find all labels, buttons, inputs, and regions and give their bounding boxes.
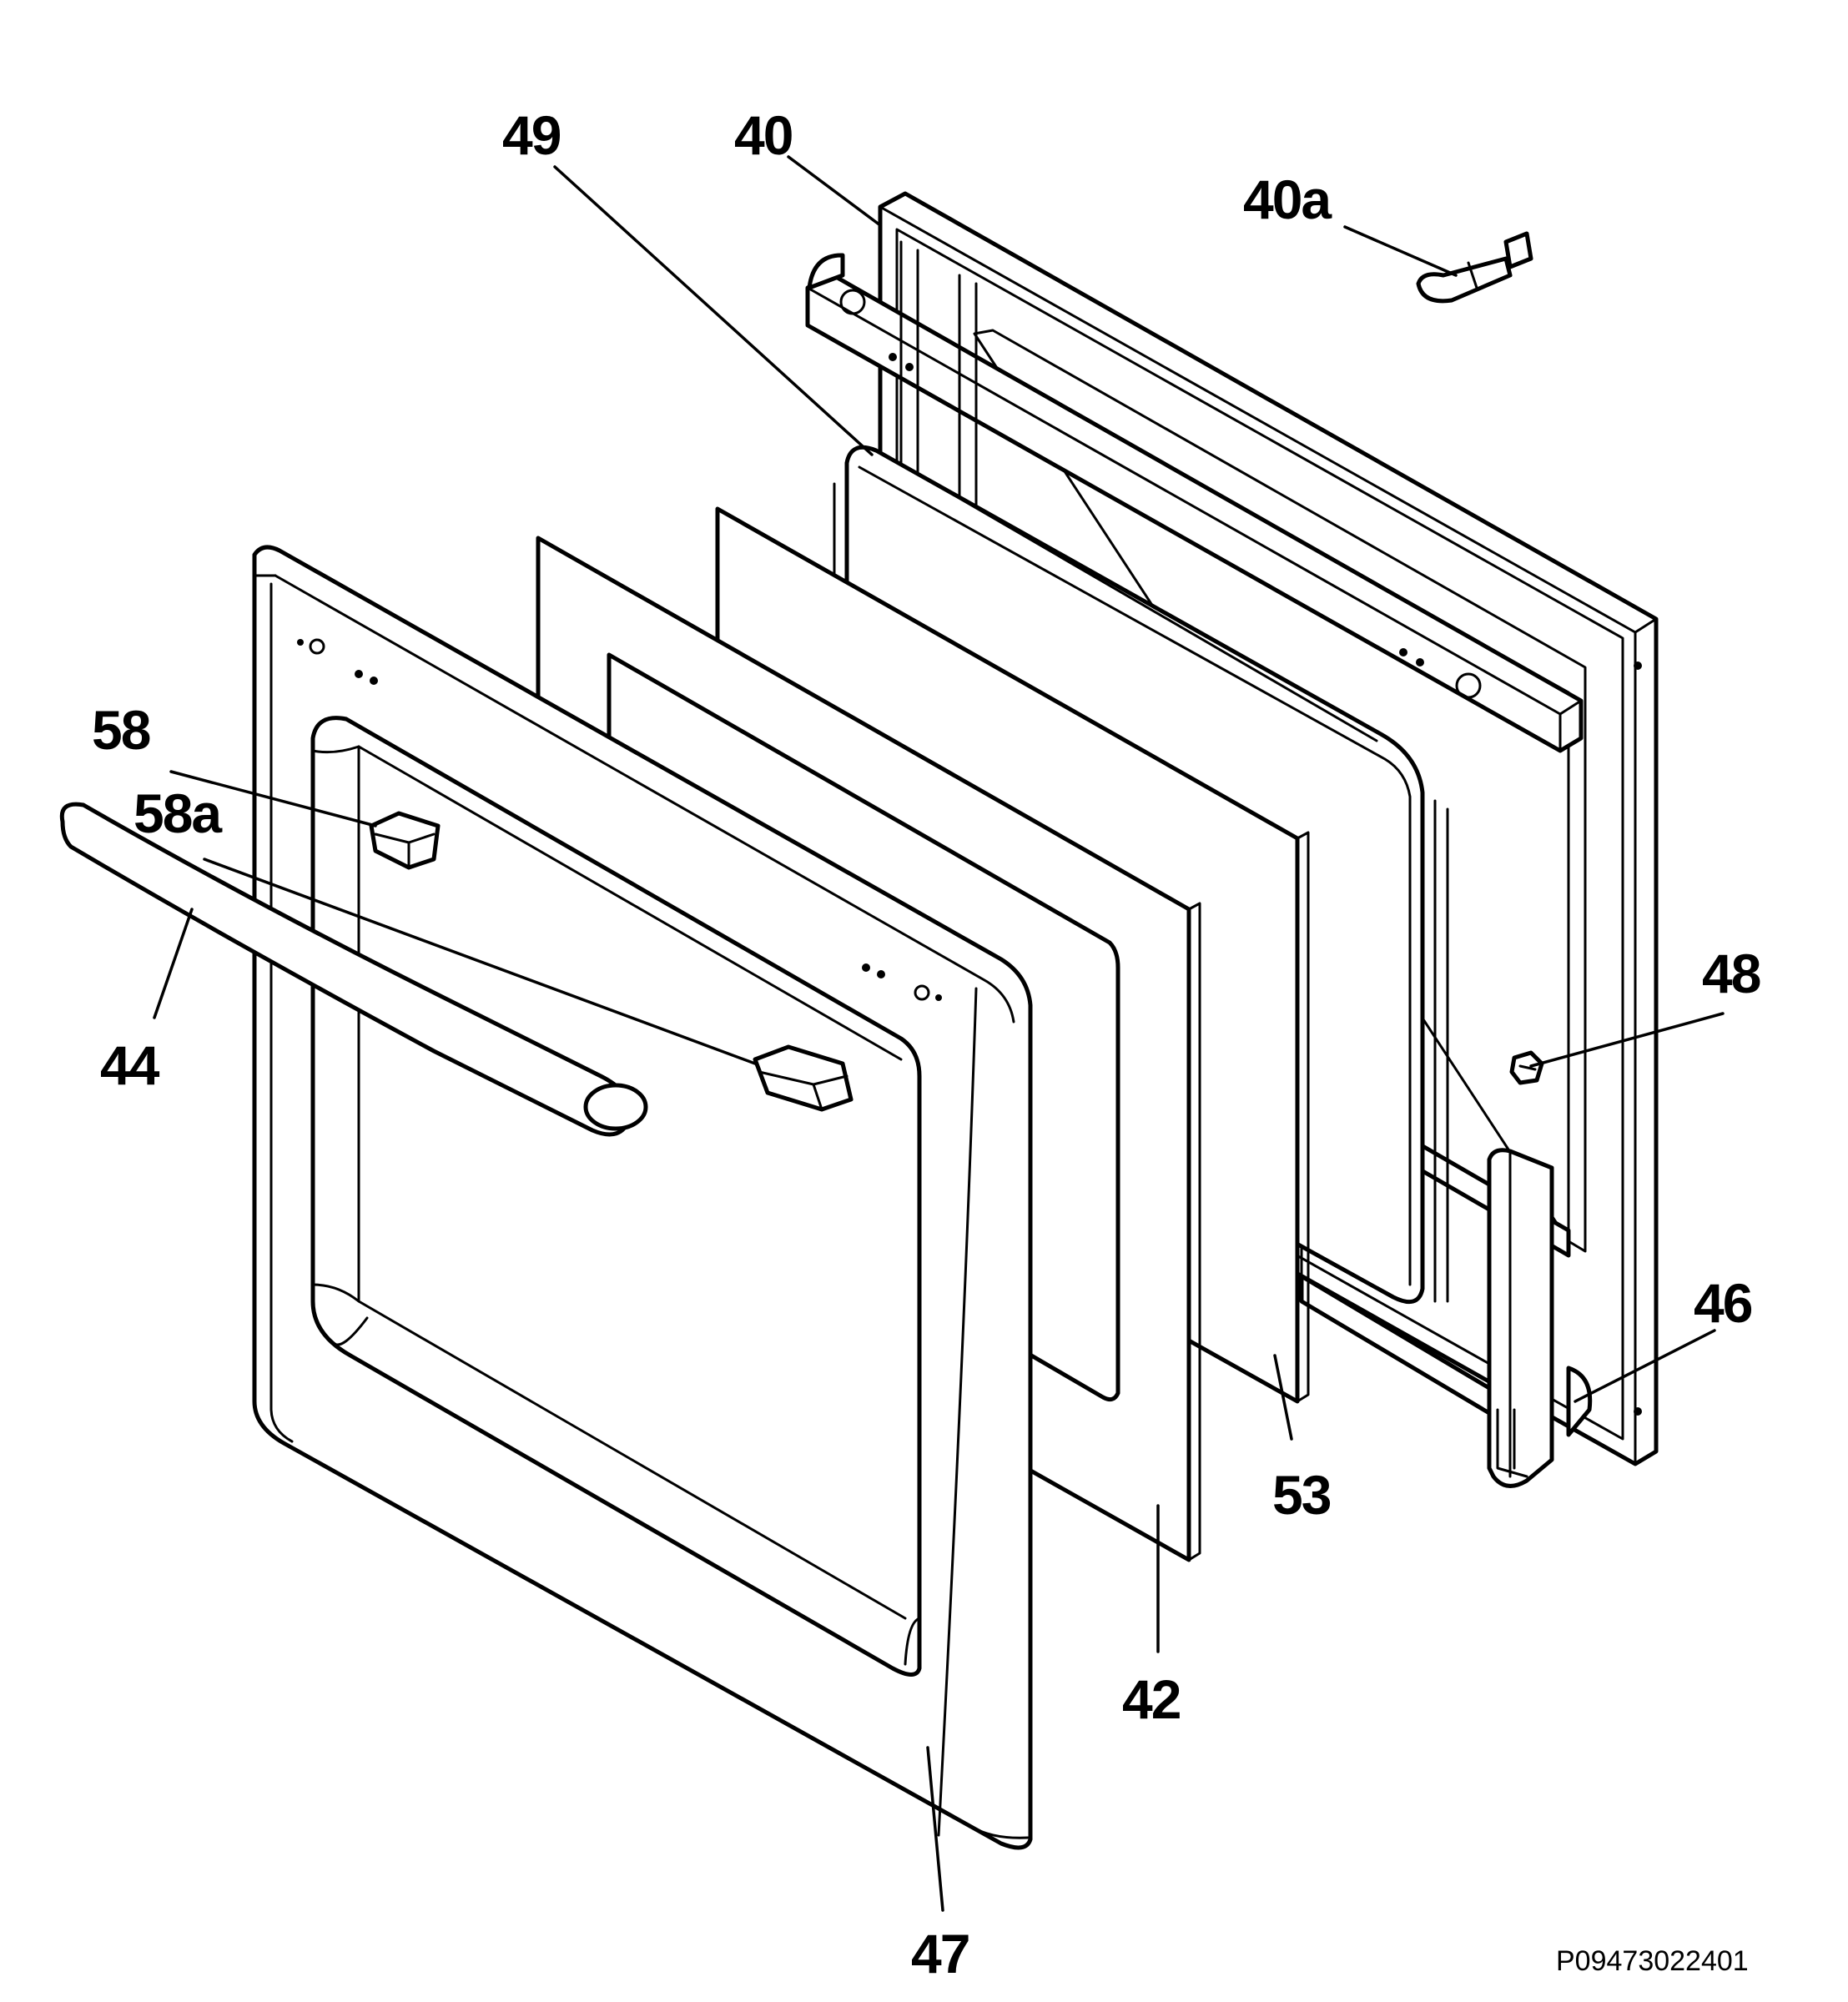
door-handle (59, 802, 648, 1137)
callout-labels: 40 40a 49 58 58a 44 48 46 53 42 47 (92, 104, 1762, 1984)
callout-42: 42 (1122, 1668, 1181, 1730)
callout-40a: 40a (1243, 169, 1332, 230)
callout-58: 58 (92, 699, 150, 761)
handle-bracket-right (753, 1044, 854, 1112)
reference-code: P09473022401 (1556, 1945, 1749, 1977)
callout-46: 46 (1694, 1272, 1752, 1334)
callout-48: 48 (1702, 943, 1760, 1004)
hinge-clip (1416, 231, 1533, 304)
callout-53: 53 (1272, 1464, 1331, 1526)
leader-lines (153, 155, 1725, 1912)
small-clip (1509, 1050, 1544, 1085)
callout-49: 49 (502, 104, 561, 166)
callout-47: 47 (911, 1923, 969, 1984)
callout-44: 44 (100, 1034, 160, 1096)
hinge-bracket (1487, 1148, 1593, 1488)
callout-58a: 58a (133, 782, 223, 844)
callout-40: 40 (734, 104, 792, 166)
handle-bracket-left (369, 811, 441, 870)
